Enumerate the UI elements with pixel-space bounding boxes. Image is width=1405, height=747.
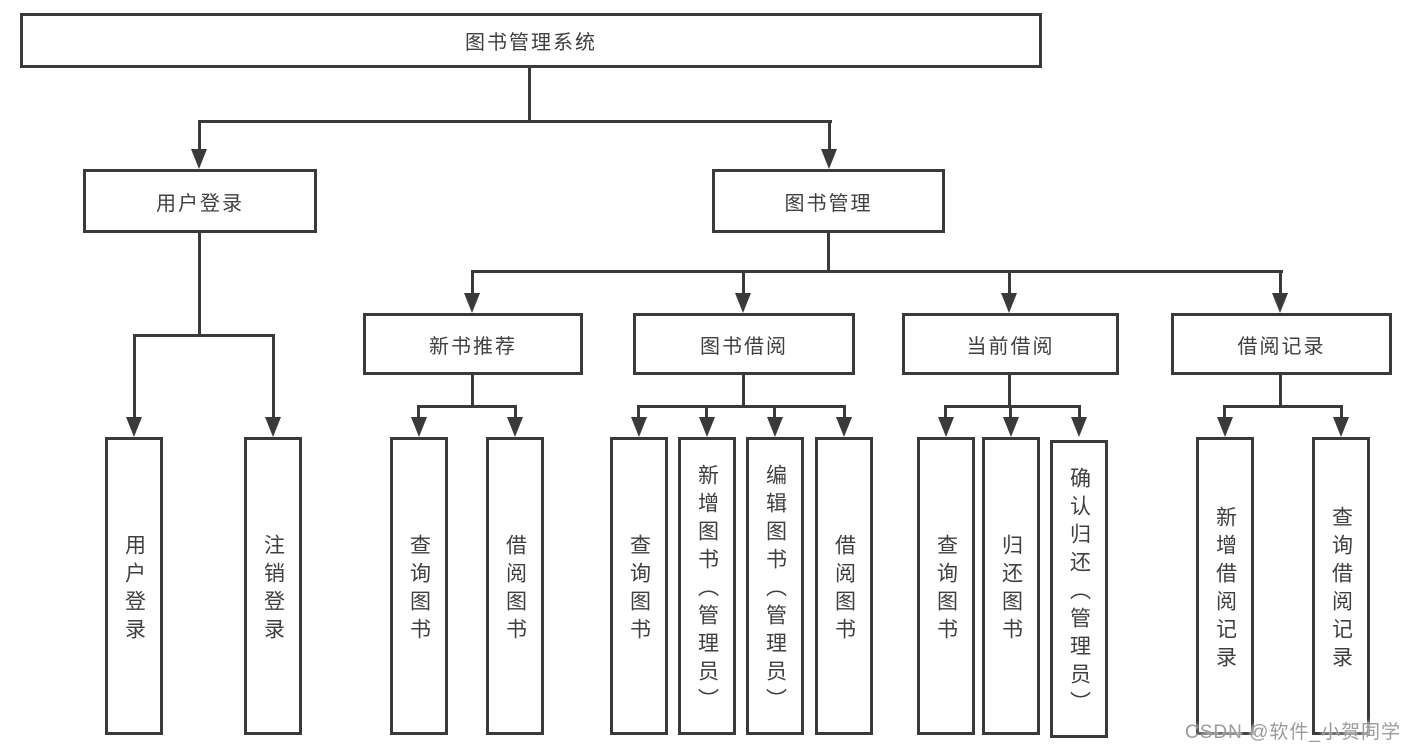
connector-user-login-bar [133, 334, 275, 337]
arrow-bb-add-books [699, 417, 715, 437]
arrow-to-leaf-logout [265, 417, 281, 437]
node-book-borrow: 图书借阅 [633, 313, 855, 375]
arrow-bb-borrow-books [836, 417, 852, 437]
connector-bm-drop-3 [1008, 270, 1011, 298]
connector-bb-drop-1 [637, 405, 640, 421]
connector-cb-drop-1 [944, 405, 947, 421]
connector-br-drop-1 [1223, 405, 1226, 421]
arrow-br-add-record [1217, 417, 1233, 437]
connector-br-drop-2 [1340, 405, 1343, 421]
connector-root-stem [528, 68, 531, 122]
node-library-management-system: 图书管理系统 [20, 13, 1042, 68]
leaf-bb-query-books: 查询图书 [610, 437, 668, 735]
arrow-to-book-management [821, 149, 837, 169]
node-user-login: 用户登录 [83, 169, 317, 233]
leaf-nbr-query-books: 查询图书 [390, 437, 448, 735]
connector-user-login-drop-2 [272, 334, 275, 420]
connector-cb-drop-2 [1009, 405, 1012, 421]
arrow-bb-query-books [631, 417, 647, 437]
connector-bm-drop-4 [1279, 270, 1282, 298]
leaf-br-query-record: 查询借阅记录 [1312, 437, 1370, 735]
connector-bm-drop-2 [742, 270, 745, 298]
connector-book-management-bar [471, 270, 1283, 273]
leaf-bb-borrow-books: 借阅图书 [815, 437, 873, 735]
connector-user-login-drop-1 [133, 334, 136, 420]
node-book-management: 图书管理 [712, 169, 945, 233]
arrow-to-borrow-records [1272, 293, 1288, 313]
leaf-logout: 注销登录 [244, 437, 302, 735]
csdn-watermark: CSDN @软件_小贺同学 [1185, 722, 1401, 743]
leaf-nbr-borrow-books: 借阅图书 [486, 437, 544, 735]
node-new-book-recommend: 新书推荐 [363, 313, 583, 375]
arrow-br-query-record [1333, 417, 1349, 437]
leaf-br-add-record: 新增借阅记录 [1196, 437, 1254, 735]
connector-nbr-drop-1 [417, 405, 420, 421]
connector-book-management-stem [827, 233, 830, 272]
leaf-bb-add-books-admin: 新增图书（管理员） [678, 437, 736, 735]
arrow-nbr-borrow-books [507, 417, 523, 437]
connector-br-stem [1279, 375, 1282, 407]
arrow-to-user-login [191, 149, 207, 169]
arrow-to-book-borrow [735, 293, 751, 313]
arrow-bb-edit-books [767, 417, 783, 437]
connector-cb-drop-3 [1078, 405, 1081, 421]
connector-bb-drop-2 [705, 405, 708, 421]
leaf-user-login: 用户登录 [105, 437, 163, 735]
connector-root-drop-right [828, 120, 831, 152]
connector-root-drop-left [198, 120, 201, 152]
connector-user-login-stem [198, 233, 201, 336]
connector-bb-drop-4 [843, 405, 846, 421]
leaf-cb-return-books: 归还图书 [982, 437, 1040, 735]
connector-nbr-drop-2 [514, 405, 517, 421]
connector-bm-drop-1 [471, 270, 474, 298]
connector-bb-drop-3 [773, 405, 776, 421]
connector-cb-bar [944, 405, 1081, 408]
node-current-borrow: 当前借阅 [902, 313, 1119, 375]
leaf-cb-query-books: 查询图书 [917, 437, 975, 735]
arrow-cb-query-books [938, 417, 954, 437]
connector-br-bar [1223, 405, 1343, 408]
leaf-bb-edit-books-admin: 编辑图书（管理员） [746, 437, 804, 735]
leaf-cb-confirm-return-admin: 确认归还（管理员） [1050, 440, 1108, 738]
connector-nbr-stem [471, 375, 474, 407]
arrow-to-leaf-user-login [126, 417, 142, 437]
arrow-cb-confirm-return [1071, 417, 1087, 437]
arrow-to-new-book-recommend [464, 293, 480, 313]
arrow-cb-return-books [1003, 417, 1019, 437]
connector-cb-stem [1008, 375, 1011, 407]
connector-bb-stem [742, 375, 745, 407]
node-borrow-records: 借阅记录 [1171, 313, 1392, 375]
connector-nbr-bar [417, 405, 517, 408]
connector-bb-bar [637, 405, 846, 408]
arrow-nbr-query-books [411, 417, 427, 437]
arrow-to-current-borrow [1001, 293, 1017, 313]
connector-root-bar [198, 120, 832, 123]
